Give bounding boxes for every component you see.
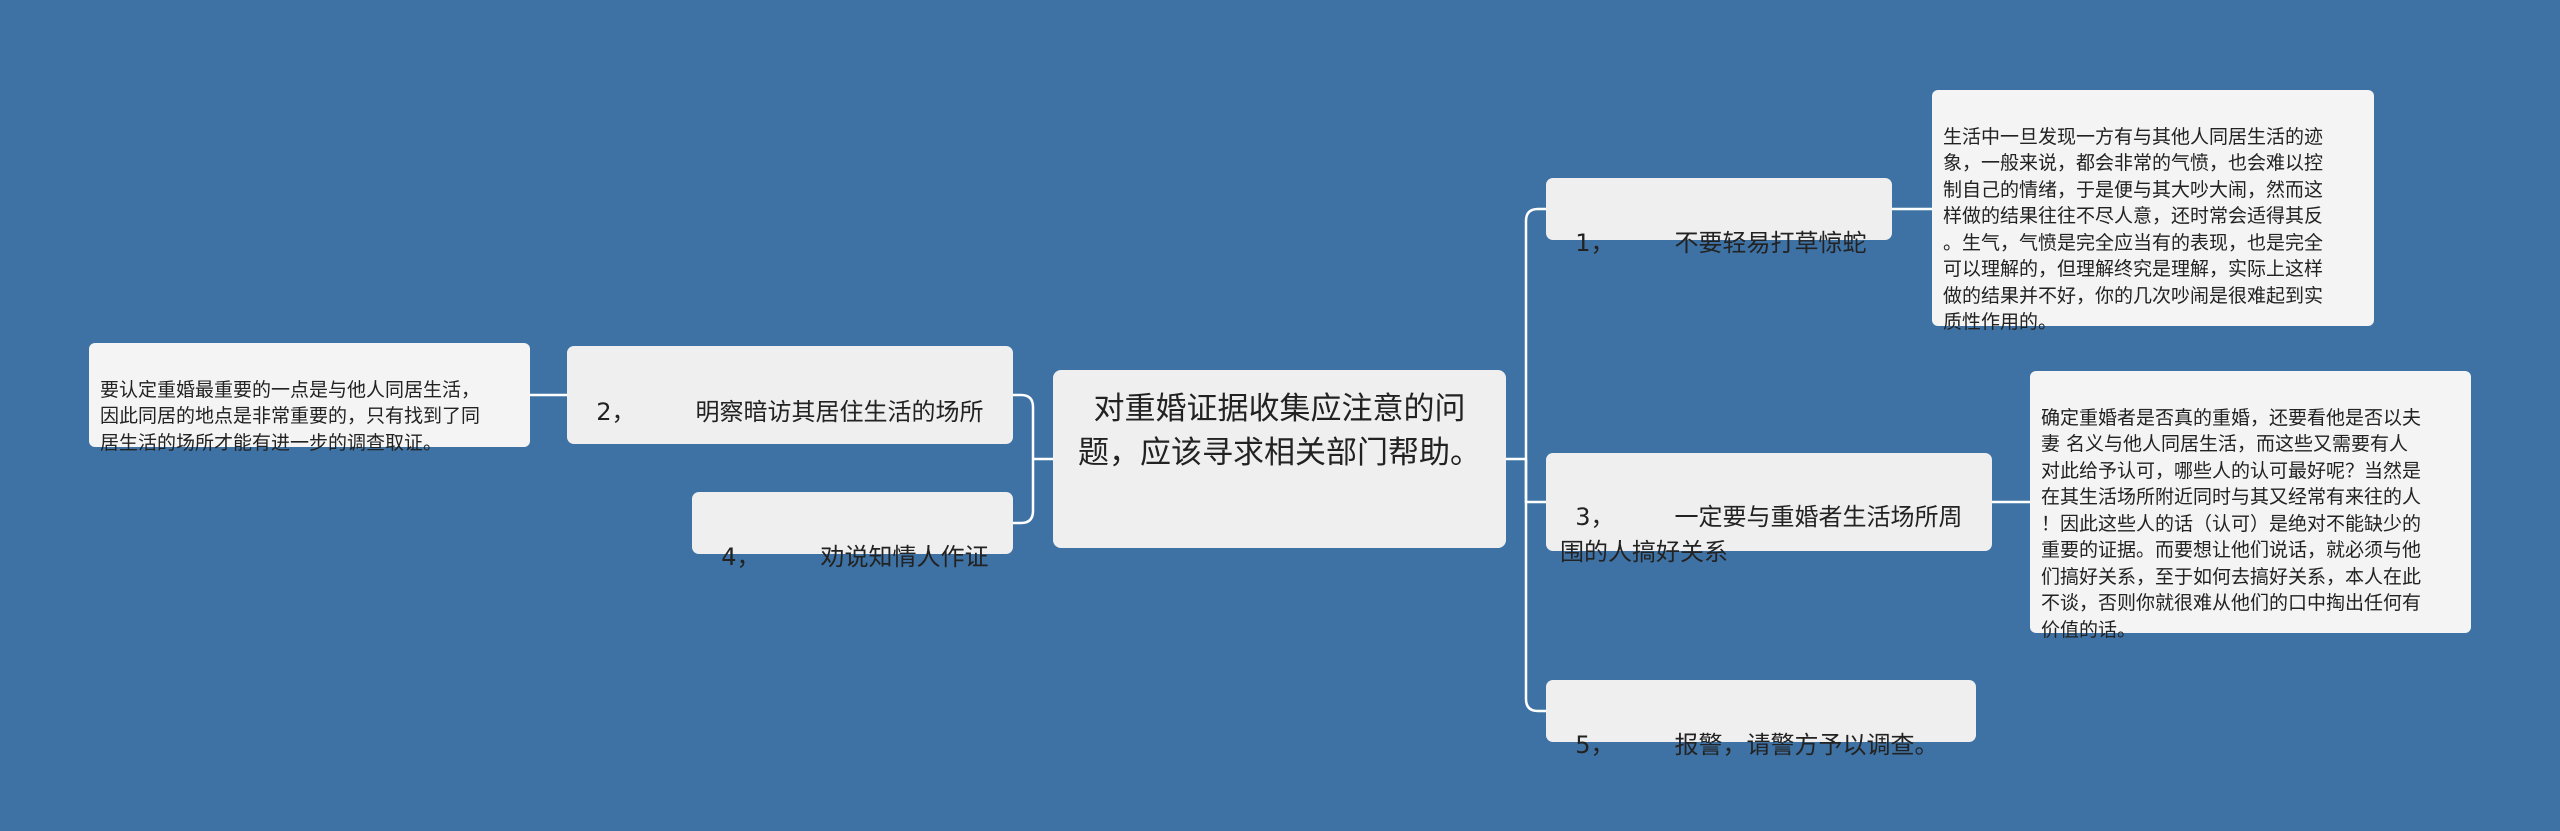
root-topic[interactable]: 对重婚证据收集应注意的问题，应该寻求相关部门帮助。 xyxy=(1053,370,1506,548)
leaf-note-2[interactable]: 要认定重婚最重要的一点是与他人同居生活， 因此同居的地点是非常重要的，只有找到了… xyxy=(89,343,530,454)
leaf-note-3[interactable]: 确定重婚者是否真的重婚，还要看他是否以夫 妻 名义与他人同居生活，而这些又需要有… xyxy=(2030,371,2471,641)
root-topic-label: 对重婚证据收集应注意的问题，应该寻求相关部门帮助。 xyxy=(1078,391,1481,471)
branch-node-2[interactable]: 2， 明察暗访其居住生活的场所 xyxy=(567,346,1013,444)
leaf-note-text: 确定重婚者是否真的重婚，还要看他是否以夫 妻 名义与他人同居生活，而这些又需要有… xyxy=(2041,406,2422,641)
leaf-note-text: 要认定重婚最重要的一点是与他人同居生活， 因此同居的地点是非常重要的，只有找到了… xyxy=(100,378,481,454)
connector-to-b2 xyxy=(1013,393,1035,459)
connector-to-b1 xyxy=(1524,207,1546,459)
branch-label: 1， 不要轻易打草惊蛇 xyxy=(1575,229,1867,257)
connector-to-b5 xyxy=(1524,459,1546,713)
branch-node-1[interactable]: 1， 不要轻易打草惊蛇 xyxy=(1546,178,1892,257)
branch-node-5[interactable]: 5， 报警，请警方予以调查。 xyxy=(1546,680,1976,759)
connector-to-b3 xyxy=(1524,459,1546,504)
connector-to-b4 xyxy=(1013,459,1035,525)
leaf-note-1[interactable]: 生活中一旦发现一方有与其他人同居生活的迹 象，一般来说，都会非常的气愤，也会难以… xyxy=(1932,90,2374,333)
branch-node-4[interactable]: 4， 劝说知情人作证 xyxy=(692,492,1013,571)
branch-label: 4， 劝说知情人作证 xyxy=(721,543,989,571)
branch-label: 5， 报警，请警方予以调查。 xyxy=(1575,731,1939,759)
leaf-note-text: 生活中一旦发现一方有与其他人同居生活的迹 象，一般来说，都会非常的气愤，也会难以… xyxy=(1943,125,2324,334)
branch-label: 2， 明察暗访其居住生活的场所 xyxy=(596,398,984,426)
branch-label: 3， 一定要与重婚者生活场所周围的人搞好关系 xyxy=(1560,503,1963,566)
branch-node-3[interactable]: 3， 一定要与重婚者生活场所周围的人搞好关系 xyxy=(1546,453,1992,566)
